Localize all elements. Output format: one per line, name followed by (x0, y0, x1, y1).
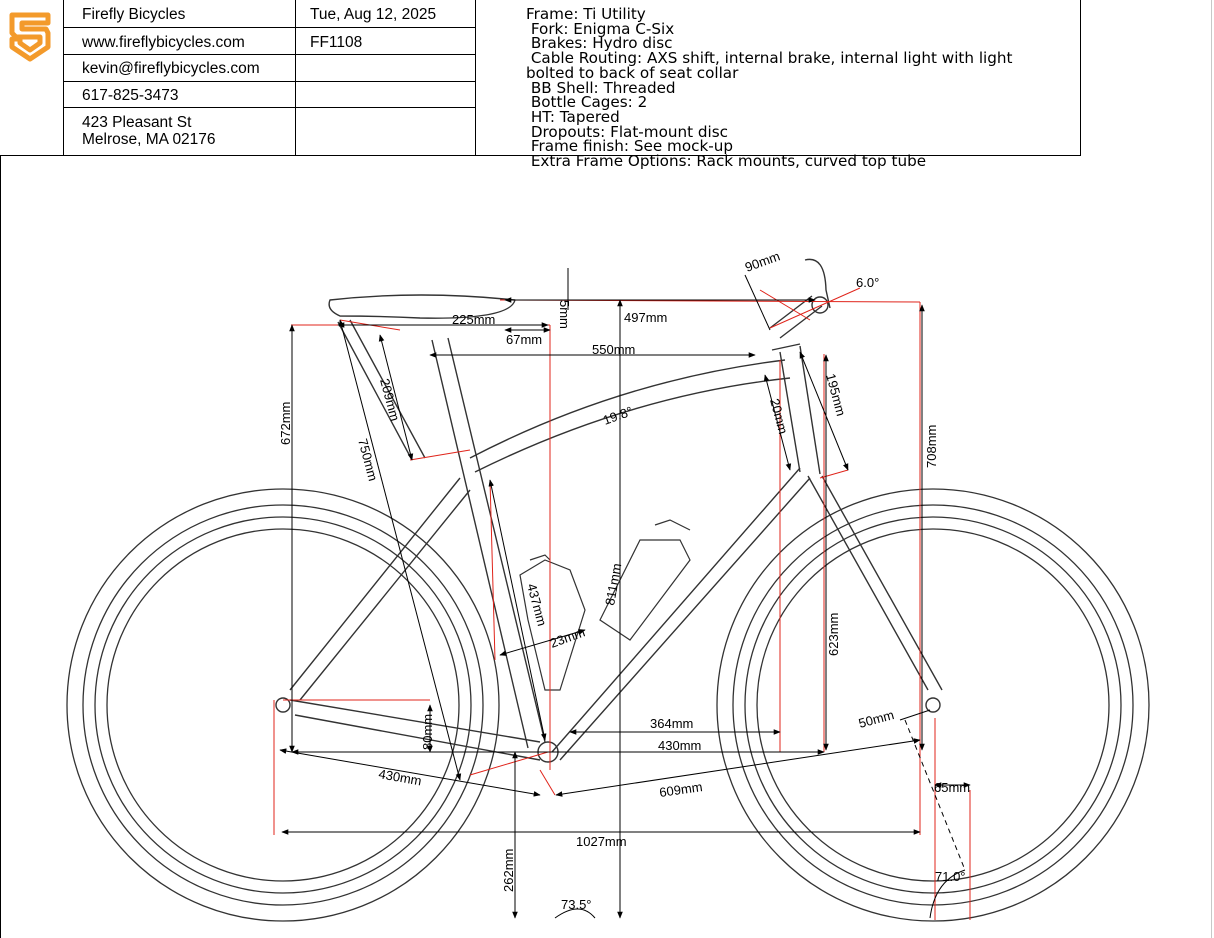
frame-spec-list: Frame: Ti Utility Fork: Enigma C-Six Bra… (526, 7, 1066, 169)
top-tube-slope-label: 19.8° (601, 403, 635, 428)
empty-cell (296, 108, 476, 156)
stack-spacer-label: 20mm (767, 397, 791, 436)
seat-setback-label: 67mm (506, 332, 542, 347)
spec-line: BB Shell: Threaded (526, 78, 676, 97)
spec-line: Extra Frame Options: Rack mounts, curved… (526, 152, 927, 171)
dimension-labels: 90mm 6.0° 5mm 497mm 225mm 67mm 550mm 19.… (278, 248, 970, 912)
saddle-setback-label: 5mm (557, 300, 572, 329)
address-line-1: 423 Pleasant St (82, 114, 192, 131)
saddle-offset-label: 225mm (452, 312, 495, 327)
address-line-2: Melrose, MA 02176 (82, 131, 216, 148)
spec-line: Fork: Enigma C-Six (526, 19, 675, 38)
chainstay-length-label: 430mm (377, 766, 422, 788)
firefly-logo-icon (9, 12, 51, 62)
spec-line: Brakes: Hydro disc (526, 34, 673, 53)
handlebar-height-label: 708mm (924, 425, 939, 468)
spec-line: Dropouts: Flat-mount disc (526, 122, 729, 141)
front-center-horizontal-label: 430mm (658, 738, 701, 753)
spec-line: bolted to back of seat collar (526, 63, 739, 82)
order-id: FF1108 (296, 28, 476, 55)
spec-line: Cable Routing: AXS shift, internal brake… (526, 49, 1013, 68)
bb-height-label: 262mm (501, 849, 516, 892)
spec-line: Frame: Ti Utility (526, 5, 646, 23)
left-border (0, 156, 1, 938)
rear-wheel (66, 488, 500, 922)
saddle-height-vertical-label: 672mm (278, 402, 293, 445)
stack-label: 623mm (826, 613, 841, 656)
fork-offset-label: 50mm (857, 707, 896, 731)
bb-drop-label: 80mm (420, 714, 435, 750)
spec-line: HT: Tapered (526, 107, 620, 126)
bottle-cage-down-tube (599, 519, 691, 641)
wheelbase-label: 1027mm (576, 834, 627, 849)
effective-top-tube-label: 550mm (592, 342, 635, 357)
reach-to-bars-label: 497mm (624, 310, 667, 325)
head-angle-label: 71.0° (935, 869, 966, 884)
stem-length-label: 90mm (743, 248, 782, 274)
logo-cell (0, 0, 64, 156)
stem-angle-label: 6.0° (856, 275, 879, 290)
seat-angle-label: 73.5° (561, 897, 592, 912)
front-wheel (716, 488, 1150, 922)
spec-line: Bottle Cages: 2 (526, 93, 648, 112)
right-border (1211, 0, 1212, 938)
company-name: Firefly Bicycles (64, 0, 296, 28)
seat-tube-ct-label: 811mm (602, 562, 624, 606)
spec-line: Frame finish: See mock-up (526, 137, 734, 156)
reach-label: 364mm (650, 716, 693, 731)
trail-label: 65mm (934, 780, 970, 795)
company-address: 423 Pleasant St Melrose, MA 02176 (64, 108, 296, 156)
dimension-lines (279, 268, 971, 919)
empty-cell (296, 55, 476, 82)
order-date: Tue, Aug 12, 2025 (296, 0, 476, 28)
front-center-label: 609mm (658, 779, 703, 800)
empty-cell (296, 82, 476, 108)
head-tube-length-label: 195mm (823, 372, 849, 418)
top-tube-offset-label: 23mm (548, 624, 587, 650)
seatpost-extension-label: 209mm (377, 377, 403, 423)
company-email[interactable]: kevin@fireflybicycles.com (64, 55, 296, 82)
company-website[interactable]: www.fireflybicycles.com (64, 28, 296, 55)
company-phone: 617-825-3473 (64, 82, 296, 108)
spec-header: Firefly Bicycles www.fireflybicycles.com… (0, 0, 1081, 168)
